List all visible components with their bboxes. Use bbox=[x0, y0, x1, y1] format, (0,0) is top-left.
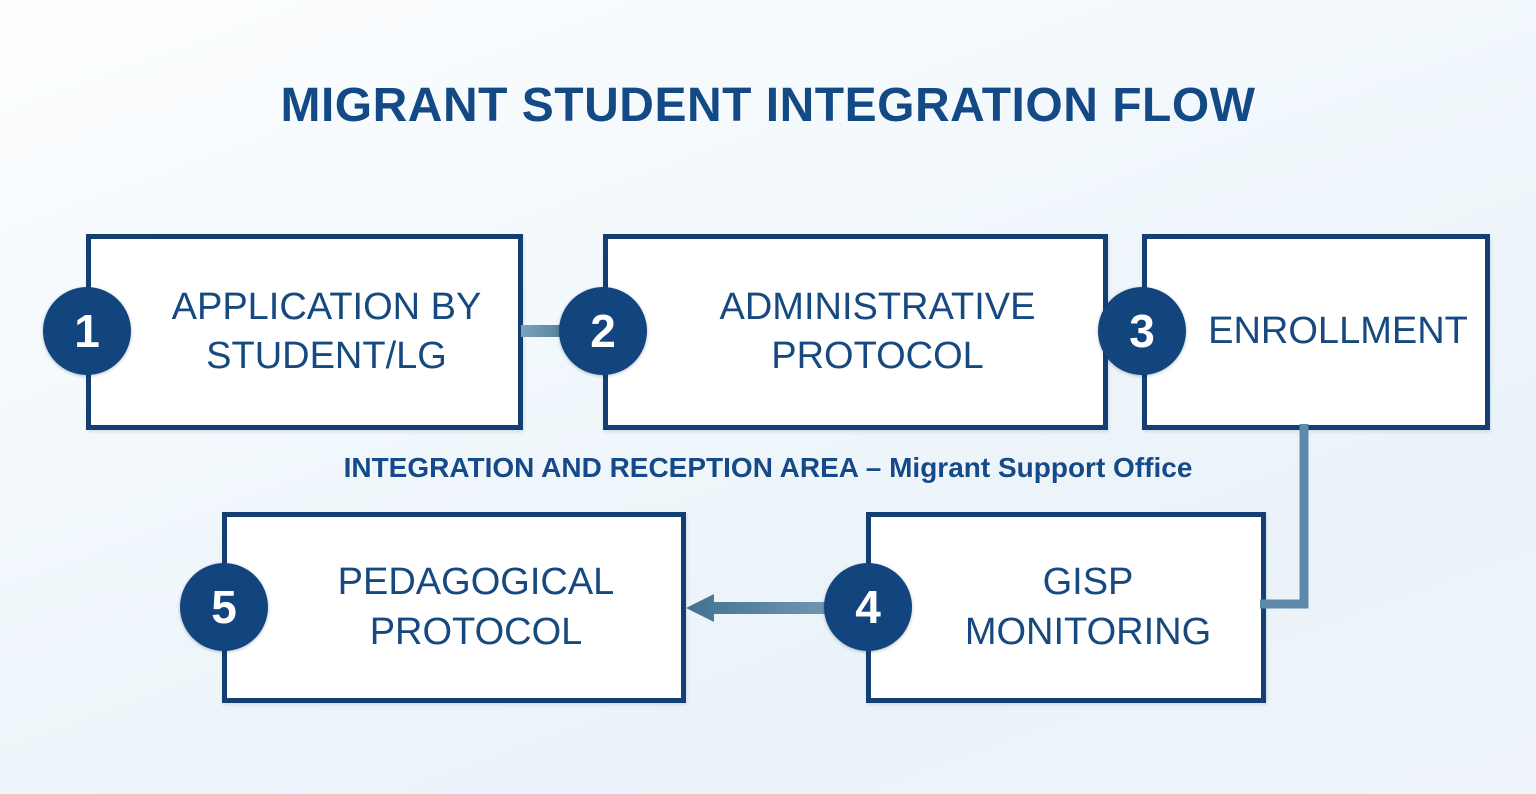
step-number-3: 3 bbox=[1129, 305, 1155, 357]
step-box-1[interactable]: APPLICATION BY STUDENT/LG bbox=[86, 234, 523, 430]
step-box-2[interactable]: ADMINISTRATIVE PROTOCOL bbox=[603, 234, 1108, 430]
step-badge-3[interactable]: 3 bbox=[1098, 287, 1186, 375]
step-number-5: 5 bbox=[211, 581, 237, 633]
step-label-5: PEDAGOGICAL PROTOCOL bbox=[337, 561, 615, 653]
page-title: MIGRANT STUDENT INTEGRATION FLOW bbox=[280, 79, 1256, 132]
step-number-1: 1 bbox=[74, 305, 100, 357]
arrow-step4-to-step5 bbox=[686, 594, 870, 622]
step-number-4: 4 bbox=[855, 581, 881, 633]
step-box-5[interactable]: PEDAGOGICAL PROTOCOL bbox=[222, 512, 686, 703]
step-label-4: GISP MONITORING bbox=[964, 561, 1212, 653]
step-label-3: ENROLLMENT bbox=[1208, 310, 1468, 353]
step-badge-2[interactable]: 2 bbox=[559, 287, 647, 375]
step-label-2: ADMINISTRATIVE PROTOCOL bbox=[719, 285, 1036, 377]
step-badge-5[interactable]: 5 bbox=[180, 563, 268, 651]
step-label-1: APPLICATION BY STUDENT/LG bbox=[171, 285, 482, 377]
step-box-4[interactable]: GISP MONITORING bbox=[866, 512, 1266, 703]
step-badge-1[interactable]: 1 bbox=[43, 287, 131, 375]
step-box-3[interactable]: ENROLLMENT bbox=[1142, 234, 1490, 430]
section-caption: INTEGRATION AND RECEPTION AREA – Migrant… bbox=[343, 452, 1193, 483]
elbow-step3-to-step4 bbox=[1260, 424, 1309, 609]
step-number-2: 2 bbox=[590, 305, 616, 357]
step-badge-4[interactable]: 4 bbox=[824, 563, 912, 651]
